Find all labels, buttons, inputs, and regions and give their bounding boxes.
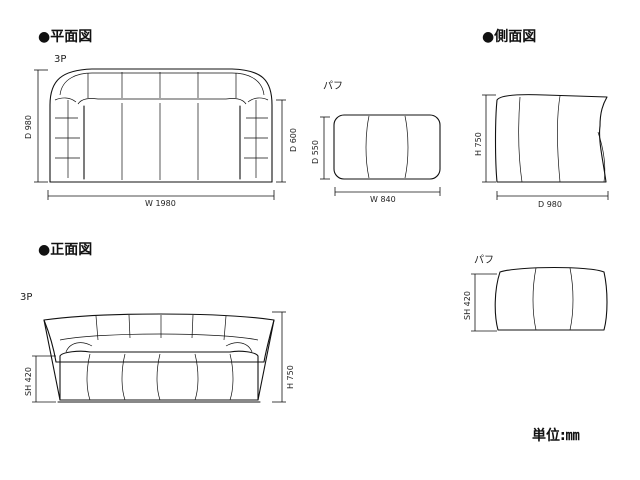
pouf-dimension-lines	[471, 273, 497, 332]
pouf-depth-label: D 550	[311, 140, 320, 164]
sofa-plan-view	[49, 68, 273, 183]
plan-dimension-lines	[34, 69, 286, 200]
pouf-front-view	[494, 266, 608, 331]
sofa-front-view	[43, 313, 275, 403]
pouf-plan-label: パフ	[323, 80, 343, 92]
pouf-seat-height-label: SH 420	[463, 291, 472, 320]
plan-model-label: 3P	[54, 54, 66, 65]
front-dimension-lines	[32, 311, 286, 403]
side-dimension-lines	[482, 94, 609, 200]
pouf-plan-view	[333, 114, 441, 180]
front-view-heading: ●正面図	[38, 242, 92, 258]
plan-depth-label: D 980	[24, 115, 33, 139]
front-seat-height-label: SH 420	[24, 367, 33, 396]
pouf-plan-dimension-lines	[320, 116, 441, 196]
plan-seat-depth-label: D 600	[289, 128, 298, 152]
front-height-label: H 750	[286, 365, 295, 389]
unit-label: 単位:㎜	[532, 427, 580, 444]
plan-view-heading: ●平面図	[38, 29, 92, 45]
pouf-side-label: パフ	[474, 254, 494, 266]
side-view-heading: ●側面図	[482, 28, 536, 45]
sofa-side-view	[494, 94, 608, 183]
side-depth-label: D 980	[538, 200, 562, 209]
plan-width-label: W 1980	[145, 199, 176, 208]
front-model-label: 3P	[20, 292, 32, 303]
side-height-label: H 750	[474, 132, 483, 156]
pouf-width-label: W 840	[370, 195, 396, 204]
